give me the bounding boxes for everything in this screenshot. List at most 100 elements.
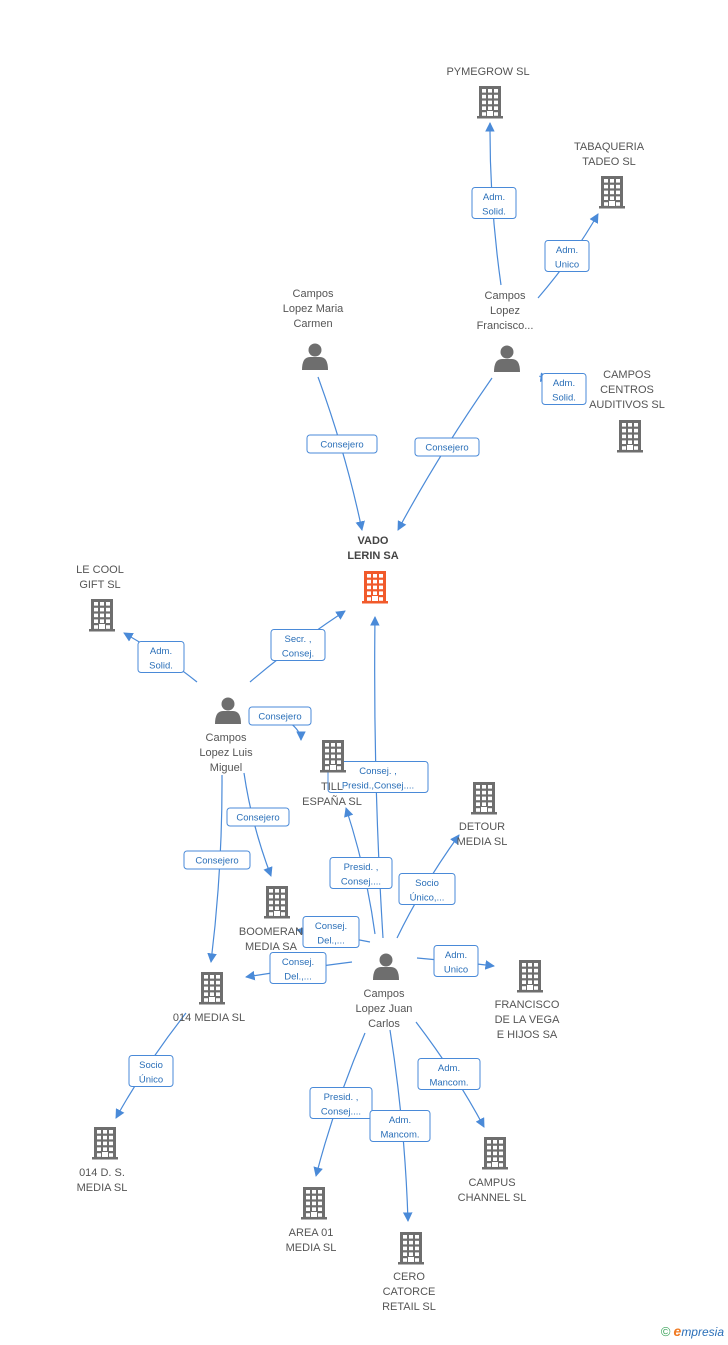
edge-label-box[interactable]	[270, 629, 326, 661]
node-label: DETOUR	[459, 821, 505, 833]
edge-label-box[interactable]	[541, 373, 587, 405]
edge-label-box[interactable]	[306, 434, 378, 454]
edge-label-text: Consej....	[321, 1107, 361, 1118]
edge-label-text: Único	[139, 1075, 163, 1086]
edge-label-text: Unico	[444, 965, 468, 976]
building-icon[interactable]	[362, 571, 388, 604]
node-label: LERIN SA	[347, 550, 398, 562]
edge-label-box[interactable]	[137, 641, 185, 673]
building-icon[interactable]	[301, 1187, 327, 1220]
building-icon[interactable]	[617, 420, 643, 453]
node-label: CATORCE	[383, 1286, 436, 1298]
building-icon[interactable]	[599, 176, 625, 209]
relation-edge: Consejero	[248, 706, 312, 741]
brand-logo-initial: e	[673, 1323, 682, 1339]
person-icon[interactable]	[215, 697, 241, 725]
building-icon[interactable]	[89, 599, 115, 632]
building-icon[interactable]	[199, 972, 225, 1005]
building-icon[interactable]	[517, 960, 543, 993]
relation-edge: Adm.Solid.	[539, 372, 587, 405]
edge-label-text: Consejero	[425, 443, 468, 454]
relation-edge: Adm.Solid.	[123, 632, 198, 683]
relation-edge: Adm.Unico	[537, 213, 599, 299]
building-icon[interactable]	[320, 740, 346, 773]
node-label: Campos	[364, 988, 405, 1000]
building-icon[interactable]	[398, 1232, 424, 1265]
node-pymegrow[interactable]: PYMEGROW SL	[446, 66, 530, 119]
edge-label-box[interactable]	[302, 916, 360, 948]
edge-label-box[interactable]	[248, 706, 312, 726]
relation-edge: Consejero	[397, 377, 493, 531]
person-icon[interactable]	[494, 345, 520, 373]
edge-label-box[interactable]	[398, 873, 456, 905]
edge-label-text: Adm.	[445, 950, 467, 961]
edge-label-text: Consejero	[195, 856, 238, 867]
relation-edge: Consej. , Presid.,Consej....	[327, 616, 429, 939]
node-label: MEDIA SA	[245, 941, 298, 953]
edge-label-text: Consej.	[282, 957, 314, 968]
edge-label-box[interactable]	[544, 240, 590, 272]
node-p_francisco[interactable]: CamposLopezFrancisco...	[477, 290, 534, 372]
edge-label-box[interactable]	[269, 952, 327, 984]
building-icon[interactable]	[264, 886, 290, 919]
person-icon[interactable]	[373, 953, 399, 981]
edge-label-text: Socio	[139, 1060, 163, 1071]
node-label: Campos	[293, 288, 334, 300]
edge-label-text: Consej.	[315, 921, 347, 932]
edge-label-text: Solid.	[552, 393, 576, 404]
edge-label-box[interactable]	[309, 1087, 373, 1119]
node-label: Lopez Luis	[199, 747, 253, 759]
edge-label-box[interactable]	[183, 850, 251, 870]
node-label: 014 D. S.	[79, 1167, 125, 1179]
edge-label-text: Presid.,Consej....	[342, 781, 414, 792]
node-label: MEDIA SL	[77, 1182, 128, 1194]
node-label: CAMPUS	[468, 1177, 515, 1189]
node-label: CERO	[393, 1271, 425, 1283]
edge-label-box[interactable]	[471, 187, 517, 219]
edge-label-text: Del.,...	[317, 936, 344, 947]
relation-edge: Secr. ,Consej.	[249, 610, 346, 683]
edge-label-box[interactable]	[433, 945, 479, 977]
edge-label-box[interactable]	[327, 761, 429, 793]
brand-footer: ©empresia	[661, 1323, 724, 1339]
node-label: Lopez Maria	[283, 303, 344, 315]
edge-label-text: Consejero	[320, 440, 363, 451]
edge-label-box[interactable]	[128, 1055, 174, 1087]
edge-label-text: Del.,...	[284, 972, 311, 983]
edge-label-box[interactable]	[369, 1110, 431, 1142]
node-label: Lopez Juan	[356, 1003, 413, 1015]
edge-label-text: Unico	[555, 260, 579, 271]
node-d014[interactable]: 014 D. S. MEDIA SL	[77, 1127, 128, 1194]
edge-label-box[interactable]	[226, 807, 290, 827]
edge-label-text: Consej. ,	[359, 766, 397, 777]
building-icon[interactable]	[92, 1127, 118, 1160]
edge-label-box[interactable]	[414, 437, 480, 457]
building-icon[interactable]	[477, 86, 503, 119]
edge-label-box[interactable]	[329, 857, 393, 889]
relation-edge: Consejero	[306, 376, 378, 531]
node-label: GIFT SL	[79, 579, 120, 591]
building-icon[interactable]	[482, 1137, 508, 1170]
node-media014[interactable]: 014 MEDIA SL	[173, 972, 245, 1024]
person-icon[interactable]	[302, 343, 328, 371]
node-campus[interactable]: CAMPUS CHANNEL SL	[458, 1137, 527, 1204]
building-icon[interactable]	[471, 782, 497, 815]
edge-label-box[interactable]	[417, 1058, 481, 1090]
node-label: MEDIA SL	[286, 1242, 337, 1254]
node-label: CHANNEL SL	[458, 1192, 527, 1204]
